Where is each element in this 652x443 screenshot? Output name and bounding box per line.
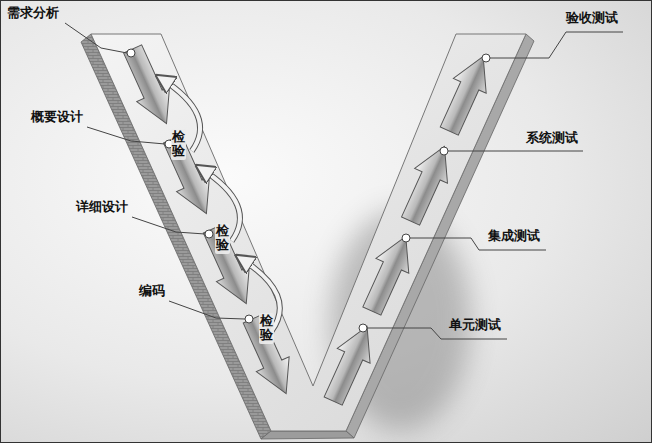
phase-arrow [317, 319, 384, 409]
phase-arrows [116, 42, 499, 409]
test-label: 验收测试 [566, 10, 618, 26]
leader-lines [65, 23, 623, 339]
phase-arrow [236, 312, 303, 402]
test-label: 集成测试 [488, 228, 540, 244]
phase-label: 需求分析 [7, 5, 59, 21]
v-shape [91, 34, 526, 431]
review-label: 检验 [259, 313, 274, 344]
dot [359, 324, 367, 332]
test-label: 单元测试 [449, 317, 501, 333]
leader-line [448, 151, 583, 152]
review-label: 检验 [171, 129, 186, 160]
test-label: 系统测试 [526, 130, 578, 146]
dot [245, 315, 253, 323]
bottom-side-face [261, 431, 354, 439]
dot [127, 49, 135, 57]
phase-arrow [355, 229, 422, 319]
dot [402, 234, 410, 242]
leader-line [132, 217, 205, 234]
review-label: 检验 [215, 223, 230, 254]
phase-label: 概要设计 [31, 109, 83, 125]
dot [440, 147, 448, 155]
phase-arrow [433, 49, 500, 139]
leader-line [169, 301, 245, 319]
phase-arrow [394, 139, 461, 229]
dots [127, 49, 490, 332]
phase-label: 编码 [139, 283, 165, 299]
leader-line [490, 32, 623, 58]
leader-line [65, 23, 127, 53]
leader-line [87, 127, 165, 144]
phase-label: 详细设计 [76, 199, 128, 215]
dot [482, 54, 490, 62]
dot [205, 230, 213, 238]
